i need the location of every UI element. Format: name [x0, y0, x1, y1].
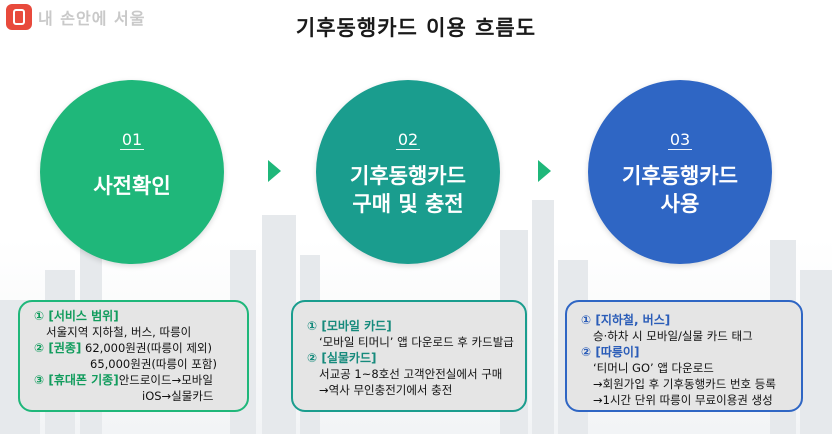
step-2-circle: 02 기후동행카드 구매 및 충전: [316, 80, 500, 264]
step-3-label-line2: 사용: [660, 192, 700, 216]
step-2-label-line2: 구매 및 충전: [352, 192, 464, 216]
bike-register: →회원가입 후 기후동행카드 번호 등록: [593, 377, 776, 391]
ticket-type-65000: 65,000원권(따릉이 포함): [90, 357, 217, 371]
logo-text: 내 손안에 서울: [38, 9, 146, 28]
bike-free-pass: →1시간 단위 따릉이 무료이용권 생성: [593, 393, 773, 407]
physical-card-charge: →역사 무인충전기에서 충전: [319, 383, 453, 397]
physical-card-purchase: 서교공 1~8호선 고객안전실에서 구매: [319, 367, 503, 381]
service-scope-text: 서울지역 지하철, 버스, 따릉이: [46, 325, 192, 339]
bike-heading: ② [따릉이]: [581, 345, 640, 359]
phone-type-row: ③ [휴대폰 기종]안드로이드→모바일: [34, 372, 233, 388]
step-3-label: 기후동행카드 사용: [588, 162, 772, 218]
physical-card-heading: ② [실물카드]: [307, 351, 377, 365]
mobile-card-heading: ① [모바일 카드]: [307, 319, 392, 333]
subway-bus-text: 승·하차 시 모바일/실물 카드 태그: [593, 329, 753, 343]
ticket-type-heading: ② [권종]: [34, 341, 82, 355]
mobile-card-text: ‘모바일 티머니’ 앱 다운로드 후 카드발급: [319, 335, 514, 349]
step-2-number: 02: [395, 130, 421, 150]
bike-app-download: ‘티머니 GO’ 앱 다운로드: [593, 361, 714, 375]
step-3-details-box: ① [지하철, 버스] 승·하차 시 모바일/실물 카드 태그 ② [따릉이] …: [565, 300, 803, 412]
step-3-circle: 03 기후동행카드 사용: [588, 80, 772, 264]
seoul-logo: 내 손안에 서울: [6, 4, 145, 30]
step-1-number: 01: [119, 130, 145, 150]
ticket-type-row: ② [권종] 62,000원권(따릉이 제외): [34, 340, 233, 356]
seoul-app-icon: [6, 4, 32, 30]
step-1-details-box: ① [서비스 범위] 서울지역 지하철, 버스, 따릉이 ② [권종] 62,0…: [18, 300, 249, 412]
step-1-label-line1: 사전확인: [93, 174, 171, 198]
phone-type-android: 안드로이드→모바일: [118, 373, 213, 387]
phone-type-heading: ③ [휴대폰 기종]: [34, 373, 119, 387]
step-1-circle: 01 사전확인: [40, 80, 224, 264]
step-3-number: 03: [667, 130, 693, 150]
service-scope-heading: ① [서비스 범위]: [34, 309, 119, 323]
page-title: 기후동행카드 이용 흐름도: [295, 16, 537, 40]
step-1-label: 사전확인: [40, 172, 224, 200]
ticket-type-62000: 62,000원권(따릉이 제외): [85, 341, 212, 355]
step-2-label: 기후동행카드 구매 및 충전: [316, 162, 500, 218]
phone-type-ios: iOS→실물카드: [142, 389, 214, 403]
step-3-label-line1: 기후동행카드: [622, 164, 738, 188]
step-2-label-line1: 기후동행카드: [350, 164, 466, 188]
arrow-right-icon: [268, 160, 281, 182]
step-2-details-box: ① [모바일 카드] ‘모바일 티머니’ 앱 다운로드 후 카드발급 ② [실물…: [291, 300, 527, 412]
arrow-right-icon: [538, 160, 551, 182]
subway-bus-heading: ① [지하철, 버스]: [581, 313, 671, 327]
